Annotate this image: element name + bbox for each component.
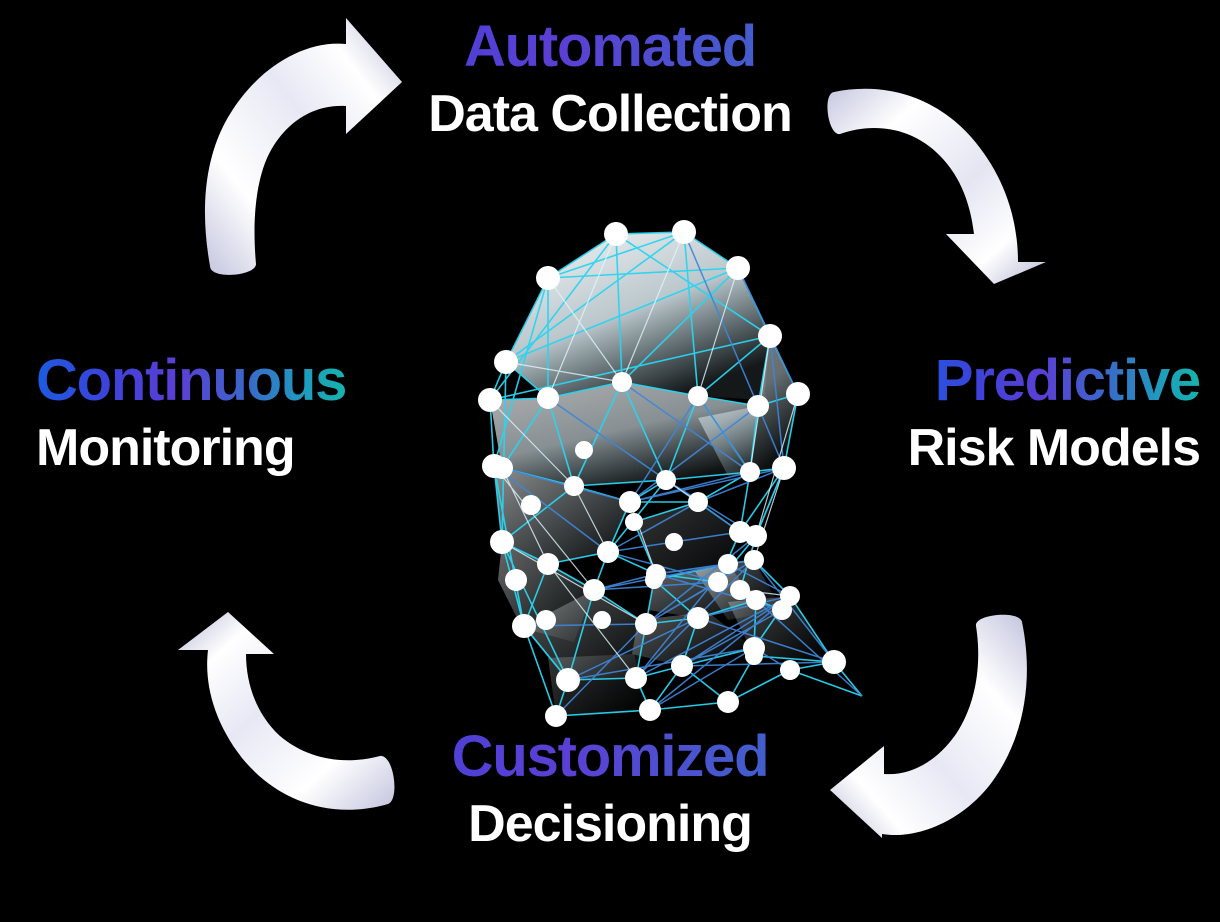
node-customized-title: Customized bbox=[0, 728, 1220, 786]
mesh-nodes bbox=[478, 220, 846, 727]
wireframe-head-graphic bbox=[398, 150, 868, 735]
node-continuous-title: Continuous bbox=[36, 348, 347, 413]
node-continuous-subtitle: Monitoring bbox=[36, 419, 296, 477]
node-customized[interactable]: Customized Decisioning bbox=[0, 728, 1220, 853]
node-predictive[interactable]: Predictive Risk Models bbox=[907, 352, 1202, 477]
node-automated-subtitle: Data Collection bbox=[428, 85, 793, 143]
node-automated-title: Automated bbox=[0, 18, 1220, 76]
node-predictive-title: Predictive bbox=[908, 352, 1201, 410]
node-automated[interactable]: Automated Data Collection bbox=[0, 18, 1220, 143]
node-continuous[interactable]: Continuous Monitoring bbox=[36, 348, 347, 477]
node-customized-subtitle: Decisioning bbox=[468, 795, 753, 853]
node-predictive-subtitle: Risk Models bbox=[907, 419, 1201, 477]
